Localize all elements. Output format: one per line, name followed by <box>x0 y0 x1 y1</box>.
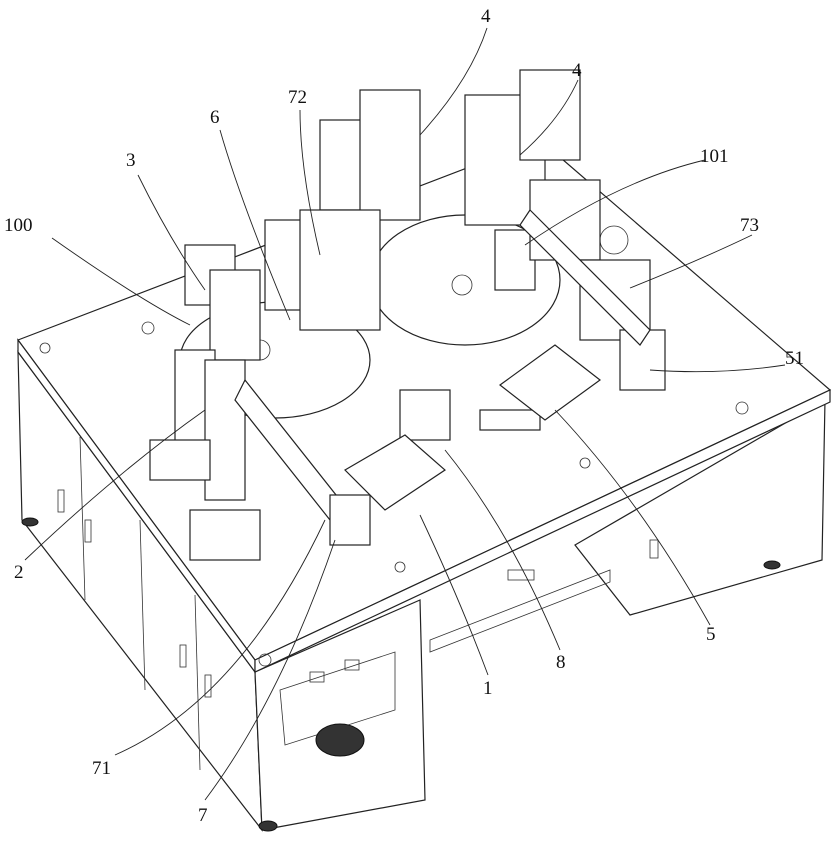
label-4-upper: 4 <box>481 6 491 27</box>
label-3: 3 <box>126 150 136 171</box>
label-72: 72 <box>288 87 307 108</box>
label-7: 7 <box>198 805 208 826</box>
label-8: 8 <box>556 652 566 673</box>
label-101: 101 <box>700 146 729 167</box>
label-73: 73 <box>740 215 759 236</box>
label-2: 2 <box>14 562 24 583</box>
label-1: 1 <box>483 678 493 699</box>
fan-vent <box>316 724 364 756</box>
label-100: 100 <box>4 215 33 236</box>
label-6: 6 <box>210 107 220 128</box>
label-5: 5 <box>706 624 716 645</box>
label-71: 71 <box>92 758 111 779</box>
label-51: 51 <box>785 348 804 369</box>
label-4-right: 4 <box>572 60 582 81</box>
